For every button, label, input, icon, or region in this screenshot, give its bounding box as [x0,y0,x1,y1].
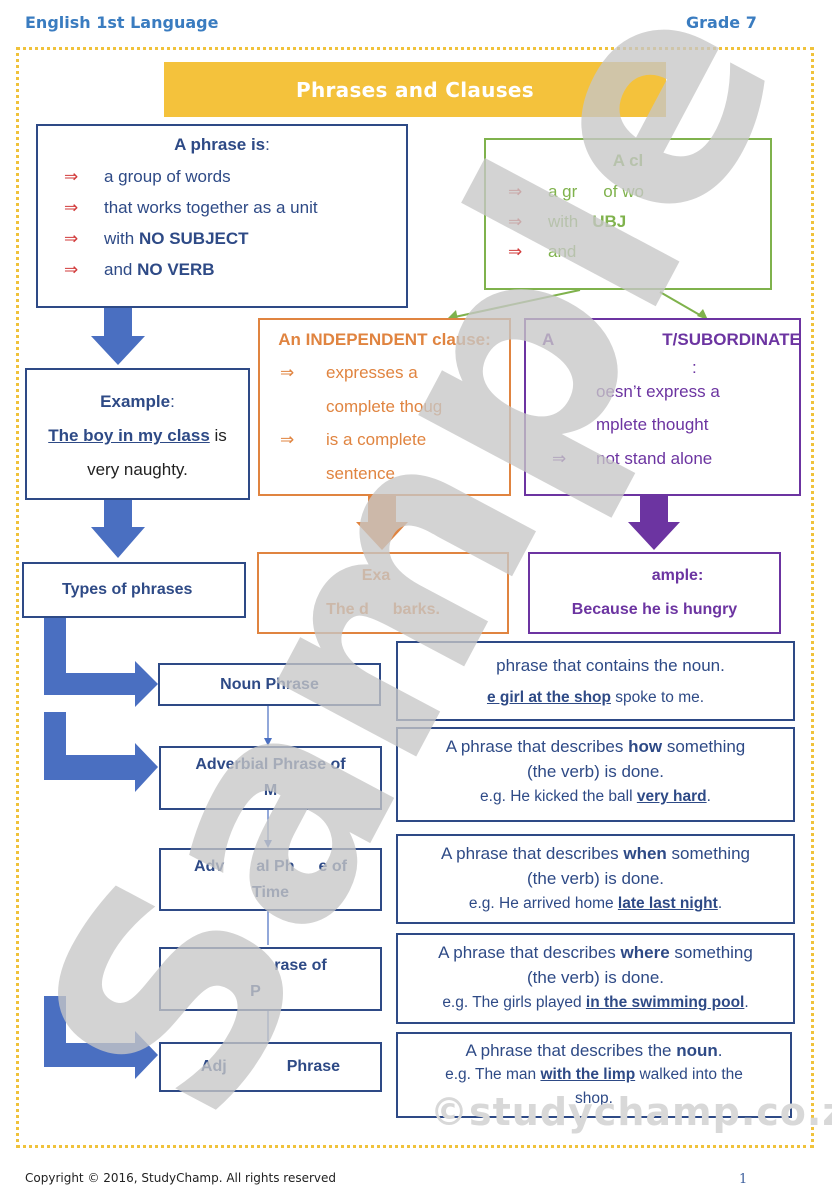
arrow-right-icon: ⇒ [508,212,523,231]
definition-line: A phrase that describes the noun. [465,1041,723,1060]
definition-line-2: (the verb) is done. [526,869,664,888]
grade-label: Grade 7 [686,13,757,32]
noun-phrase-box: Noun Phrase [158,663,381,706]
l-arrow-1 [44,618,158,707]
adjectival-phrase-definition: A phrase that describes the noun. e.g. T… [396,1032,792,1118]
clause-item-3: ⇒and [508,242,577,261]
phrase-item-3: ⇒with NO SUBJECT [64,229,249,248]
phrase-example-box: Example: The boy in my class is very nau… [25,368,250,500]
definition-example: e.g. He arrived home late last night. [468,895,723,912]
page-frame [16,47,814,1148]
example-sentence-2: very naughty. [87,460,188,479]
phrase-definition-box: A phrase is: ⇒a group of words ⇒that wor… [36,124,408,308]
l-arrow-2 [44,712,158,792]
subject-label: English 1st Language [25,13,219,32]
example-sentence: The boy in my class is [48,426,227,445]
l-arrow-3 [44,996,158,1079]
orange-down-arrow [356,496,408,550]
arrow-right-icon: ⇒ [64,260,79,279]
arrow-right-icon: ⇒ [64,198,79,217]
page-number: 1 [739,1172,748,1187]
dependent-item-1b: mplete thought [596,415,709,434]
phrase-item-2: ⇒that works together as a unit [64,198,318,217]
phrase-box-title: A phrase is: [174,135,270,154]
down-arrow-2 [91,499,145,558]
dependent-example-box: ample: Because he is hungry [528,552,781,634]
noun-phrase-definition: phrase that contains the noun. e girl at… [396,641,795,721]
independent-item-1b: complete thoug [326,396,443,416]
definition-example: e.g. He kicked the ball very hard. [480,788,711,805]
dependent-example-label: ample: [651,567,704,584]
example-label: Example: [100,392,175,411]
types-of-phrases-box: Types of phrases [22,562,246,618]
dependent-title-2: : [692,358,697,377]
arrow-right-icon: ⇒ [508,242,523,261]
arrow-right-icon: ⇒ [280,430,295,449]
dependent-item-2: ⇒not stand alone [542,442,799,476]
independent-example-label: Exa [361,567,391,584]
page-title: Phrases and Clauses [164,62,666,117]
phrase-item-1: ⇒a group of words [64,167,231,186]
adverbial-manner-definition: A phrase that describes how something (t… [396,727,795,822]
definition-line-2: (the verb) is done. [526,762,664,781]
phrase-item-4: ⇒and NO VERB [64,260,215,279]
dependent-item-1: oesn’t express a [596,381,720,401]
clause-line-right [659,291,706,319]
independent-item-1: ⇒expresses a [280,356,509,390]
independent-item-2b: sentence [326,463,395,483]
definition-example: e.g. The man with the limp walked into t… [445,1066,743,1083]
definition-line: A phrase that describes how something [445,737,746,756]
independent-title: An INDEPENDENT clause: [278,330,491,349]
definition-line: A phrase that describes when something [440,844,750,863]
definition-example-2: shop. [575,1090,613,1107]
arrow-right-icon: ⇒ [64,229,79,248]
definition-example: e girl at the shop spoke to me. [486,689,705,706]
definition-example: e.g. The girls played in the swimming po… [442,994,749,1011]
arrow-right-icon: ⇒ [552,448,567,468]
site-watermark: ©studychamp.co.za [430,1090,832,1134]
arrow-right-icon: ⇒ [64,167,79,186]
down-arrow-1 [91,308,145,365]
adverbial-place-definition: A phrase that describes where something … [396,933,795,1024]
definition-line: A phrase that describes where something [438,943,753,962]
adverbial-time-definition: A phrase that describes when something (… [396,834,795,924]
arrow-right-icon: ⇒ [280,363,295,382]
clause-box-title: A cl [612,151,644,170]
independent-item-2: ⇒is a complete [280,423,509,457]
independent-clause-box: An INDEPENDENT clause: ⇒expresses a comp… [258,318,511,496]
clause-arrow-right [697,309,708,320]
definition-line-2: (the verb) is done. [526,968,664,987]
arrow-right-icon: ⇒ [508,182,523,201]
purple-down-arrow [628,496,680,550]
dependent-example-text: Because he is hungry [571,601,738,618]
clause-line-left [449,289,581,319]
definition-line: phrase that contains the noun. [496,656,725,675]
copyright-footer: Copyright © 2016, StudyChamp. All rights… [25,1171,337,1185]
clause-arrow-left [448,310,458,320]
